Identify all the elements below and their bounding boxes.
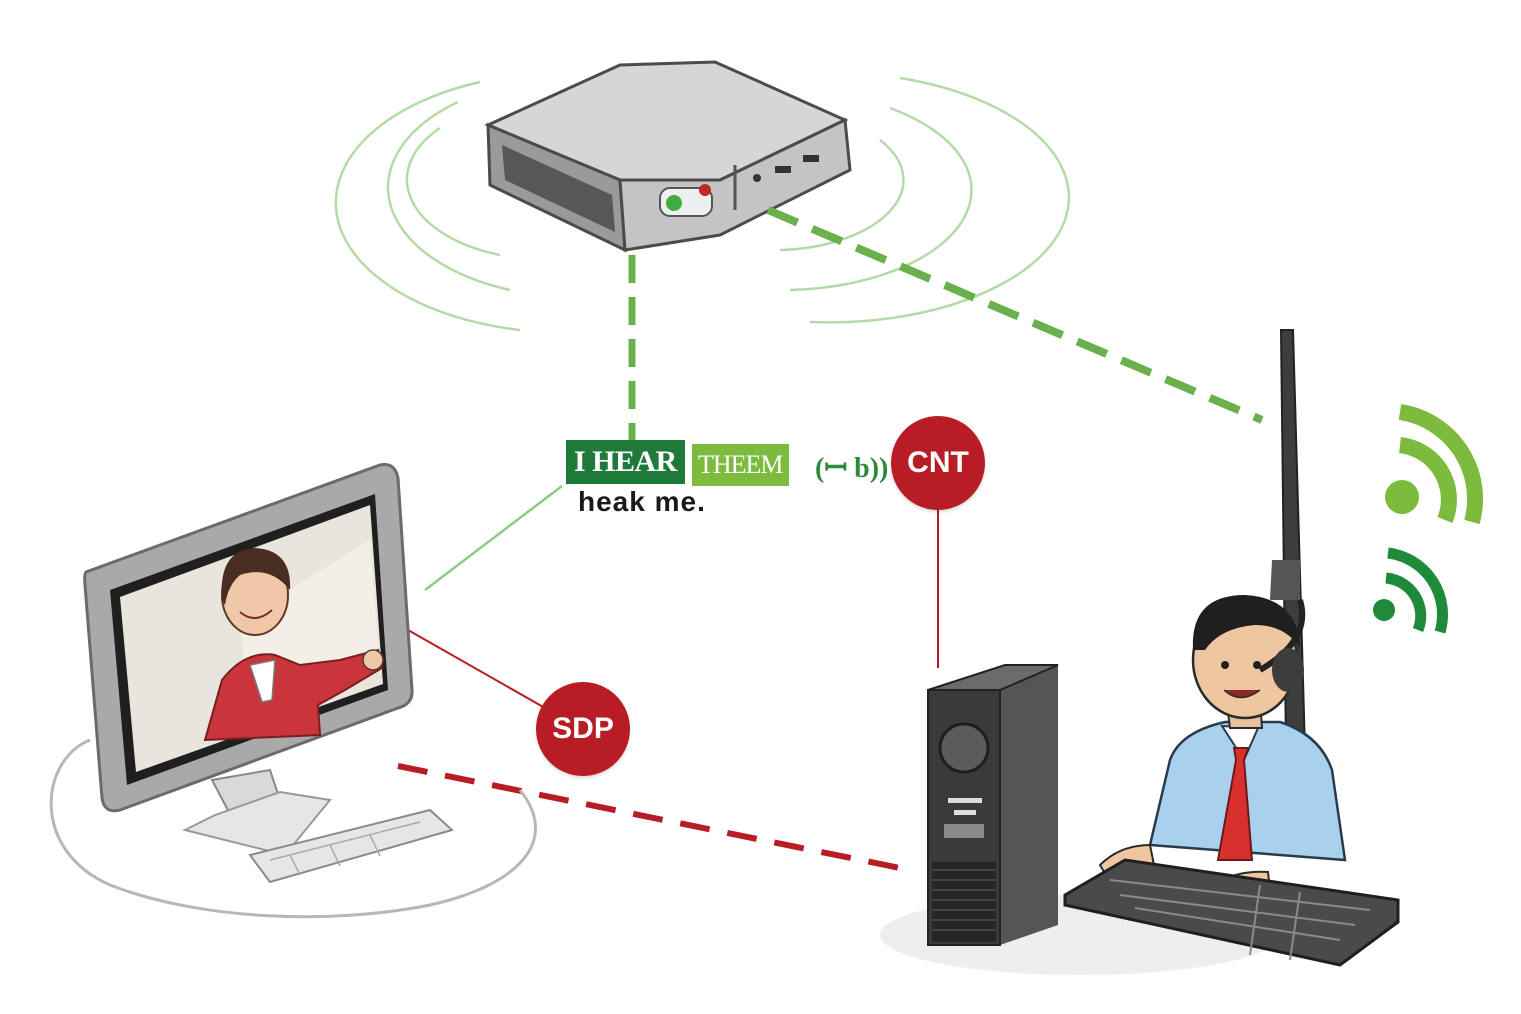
label-pointer-line [424,485,563,591]
hear-tag: I HEAR [566,440,685,484]
cnt-badge: CNT [891,416,985,510]
sound-wave-glyph: (ꟷ b)) [815,453,889,484]
router-to-antenna-link [766,206,1264,424]
router-broadcast-waves [334,76,1071,332]
console-keyboard-icon [1063,858,1400,967]
router-icon [484,60,852,253]
them-tag: THEEM [692,444,789,486]
sdp-badge: SDP [536,682,630,776]
sdp-pointer-line [407,629,546,709]
subtitle-text: heak me. [578,486,706,517]
wifi-signal-icon-small [1373,547,1448,634]
video-caller-icon [203,548,384,742]
wifi-signal-icon [1385,404,1484,525]
monitor-to-tower-link [397,763,901,871]
keyboard-icon [248,808,455,884]
desk-outline [49,738,537,919]
operator-with-headset-icon [1098,595,1347,900]
